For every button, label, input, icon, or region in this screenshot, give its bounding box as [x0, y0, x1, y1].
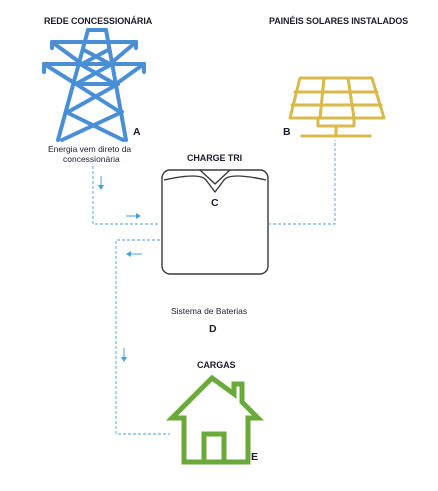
solar-panel-icon [288, 76, 386, 138]
inverter-letter: C [211, 197, 219, 209]
transmission-tower-icon [42, 28, 146, 142]
grid-letter: A [133, 126, 141, 138]
battery-letter: D [209, 323, 217, 335]
loads-title: CARGAS [197, 360, 236, 370]
flow-lines [92, 140, 336, 435]
grid-caption-line2: concessionária [63, 154, 120, 164]
house-icon [165, 374, 265, 465]
arrow-down-icon [98, 176, 104, 190]
flow-arrows [98, 176, 142, 362]
grid-caption-line1: Energia vem direto da [48, 144, 132, 154]
charge-tri-inverter-icon [161, 169, 269, 275]
solar-letter: B [283, 126, 291, 138]
inverter-title: CHARGE TRI [187, 153, 242, 163]
arrow-left-icon [126, 251, 142, 257]
arrow-down-icon [121, 348, 127, 362]
solar-title: PAINÉIS SOLARES INSTALADOS [269, 16, 409, 26]
battery-label: Sistema de Baterias [171, 306, 248, 316]
grid-title: REDE CONCESSIONÁRIA [44, 16, 153, 26]
arrow-right-icon [126, 213, 141, 219]
loads-letter: E [251, 451, 259, 463]
